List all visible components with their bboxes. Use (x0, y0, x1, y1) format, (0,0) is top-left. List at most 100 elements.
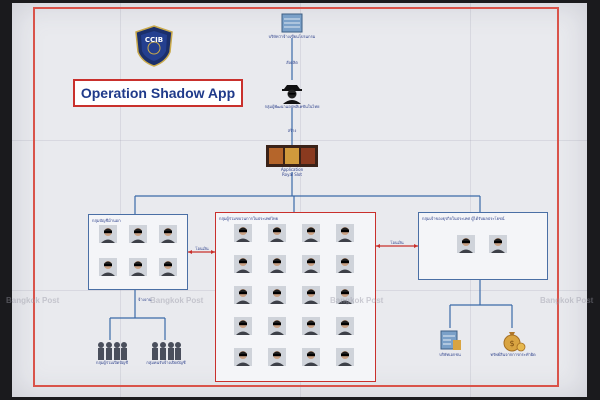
title-box: Operation Shadow App (73, 79, 243, 107)
app-node: Application Royal Slot (262, 145, 322, 177)
hacker-node: กลุ่มผู้พัฒนาแอปพลิเคชันในไทย (262, 80, 322, 109)
asset-caption-1: บริษัทเอกชน (439, 352, 461, 357)
person-icon (129, 225, 147, 243)
person-icon (302, 224, 320, 242)
watermark: Bangkok Post (540, 296, 594, 305)
crowd-icon (98, 342, 127, 360)
person-icon (159, 225, 177, 243)
hacker-icon (282, 85, 302, 104)
poster-frame (33, 7, 559, 387)
app-icon (266, 145, 318, 167)
suspect-photo (129, 225, 147, 243)
group-title: กลุ่มผู้ร่วมขบวนการในประเทศไทย (219, 216, 279, 221)
person-icon (234, 255, 252, 273)
server-icon (281, 13, 303, 33)
watermark: Bangkok Post (330, 296, 384, 305)
asset-node-2: $ ทรัพย์สินจากการกระทำผิด (490, 328, 536, 357)
suspect-photo (99, 225, 117, 243)
shield-icon (135, 25, 173, 67)
building-icon (440, 330, 461, 350)
top-node: บริษัทว่าจ้างเขียนโปรแกรม (262, 12, 322, 39)
edge-label-1: สั่งผลิต (286, 60, 298, 65)
suspect-photo (268, 348, 286, 366)
edge-label-2: สร้าง (287, 128, 297, 133)
watermark: Bangkok Post (6, 296, 60, 305)
person-icon (457, 235, 475, 253)
person-icon (302, 286, 320, 304)
fold-line (300, 3, 301, 397)
app-caption-2: Royal Slot (282, 172, 302, 177)
suspect-photo (129, 258, 147, 276)
person-icon (234, 348, 252, 366)
person-icon (268, 317, 286, 335)
suspect-photo (302, 286, 320, 304)
person-icon (129, 258, 147, 276)
badge-text: CCIB (144, 36, 164, 44)
suspect-photo (234, 255, 252, 273)
ccib-badge: CCIB (133, 24, 175, 68)
person-icon (159, 258, 177, 276)
fold-line (120, 3, 121, 397)
edge-label-down: จ้างงาน (138, 297, 152, 302)
suspect-photo (234, 286, 252, 304)
group-title: กลุ่มบัญชีม้านอก (92, 218, 121, 223)
suspect-photo (234, 224, 252, 242)
suspect-photo (336, 317, 354, 335)
person-icon (234, 224, 252, 242)
svg-text:$: $ (509, 339, 514, 348)
crowd-icon (152, 342, 181, 360)
suspect-photo (268, 255, 286, 273)
person-icon (268, 255, 286, 273)
crowd-caption-2: กลุ่มคนรับจ้างเปิดบัญชี (146, 360, 186, 365)
suspect-photo (268, 317, 286, 335)
arrow-left (188, 250, 192, 254)
suspect-photo (268, 224, 286, 242)
person-icon (336, 255, 354, 273)
suspect-photo (302, 224, 320, 242)
person-icon (99, 258, 117, 276)
person-icon (489, 235, 507, 253)
arrow-mid (376, 244, 380, 248)
suspect-photo (457, 235, 475, 253)
person-icon (336, 317, 354, 335)
group-title: กลุ่มเจ้าของธุรกิจในประเทศ ผู้ได้รับผลปร… (422, 216, 505, 221)
hacker-caption: กลุ่มผู้พัฒนาแอปพลิเคชันในไทย (264, 104, 320, 109)
suspect-photo (336, 224, 354, 242)
person-icon (302, 255, 320, 273)
suspect-photo (336, 348, 354, 366)
suspect-photo (336, 255, 354, 273)
person-icon (99, 225, 117, 243)
crowd-node-1: กลุ่มผู้ร่วมเปิดบัญชี (92, 340, 132, 365)
group-box-middle: กลุ่มผู้ร่วมขบวนการในประเทศไทย (215, 212, 376, 382)
suspect-photo (99, 258, 117, 276)
top-node-caption: บริษัทว่าจ้างเขียนโปรแกรม (268, 34, 316, 39)
fold-line (12, 140, 587, 141)
person-icon (302, 348, 320, 366)
suspect-photo (302, 317, 320, 335)
suspect-photo (268, 286, 286, 304)
person-icon (302, 317, 320, 335)
money-bag-icon: $ (503, 332, 526, 352)
crowd-node-2: กลุ่มคนรับจ้างเปิดบัญชี (146, 340, 186, 365)
group-box-right: กลุ่มเจ้าของธุรกิจในประเทศ ผู้ได้รับผลปร… (418, 212, 548, 280)
asset-caption-2: ทรัพย์สินจากการกระทำผิด (490, 352, 536, 357)
fold-line (470, 3, 471, 397)
watermark: Bangkok Post (150, 296, 204, 305)
crowd-caption-1: กลุ่มผู้ร่วมเปิดบัญชี (95, 360, 129, 365)
suspect-photo (336, 286, 354, 304)
asset-node-1: บริษัทเอกชน (428, 328, 472, 357)
person-icon (234, 317, 252, 335)
person-icon (336, 224, 354, 242)
arrow-right (414, 244, 418, 248)
group-box-left: กลุ่มบัญชีม้านอก (88, 214, 188, 290)
suspect-photo (302, 348, 320, 366)
person-icon (268, 286, 286, 304)
suspect-photo (302, 255, 320, 273)
person-icon (336, 286, 354, 304)
suspect-photo (234, 348, 252, 366)
person-icon (234, 286, 252, 304)
suspect-photo (159, 225, 177, 243)
edge-label-mid: โอนเงิน (195, 246, 209, 251)
suspect-photo (489, 235, 507, 253)
